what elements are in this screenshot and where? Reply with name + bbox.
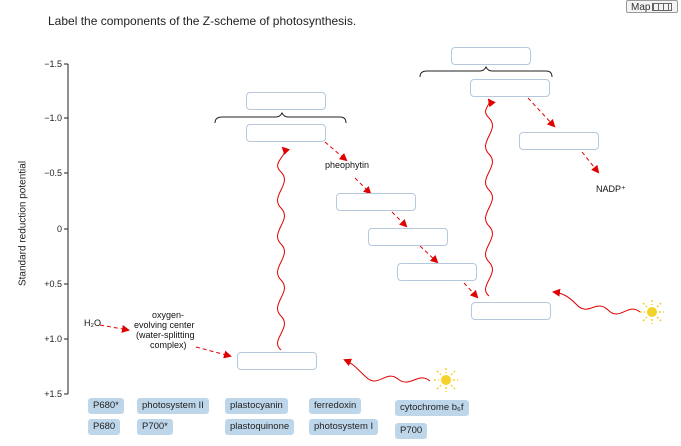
label-oec-line3: (water-splitting	[136, 330, 195, 340]
electron-arrow	[581, 151, 600, 174]
brace-photosystem-i	[419, 65, 553, 78]
y-tick-label: 0	[56, 224, 62, 234]
label-nadp: NADP⁺	[596, 184, 626, 194]
map-button[interactable]: Map	[626, 0, 678, 13]
map-button-label: Map	[631, 2, 651, 13]
answer-chip-p700-star[interactable]: P700*	[137, 419, 173, 435]
electron-arrow	[527, 97, 556, 128]
y-axis	[64, 63, 69, 395]
sun-icon	[640, 300, 664, 324]
electron-arrow	[324, 141, 348, 162]
light-arrow-psi	[552, 288, 641, 315]
drop-target[interactable]	[471, 302, 551, 320]
label-oec-line1: oxygen-	[152, 310, 185, 320]
drop-target[interactable]	[368, 228, 448, 246]
answer-chip-photosystem-i[interactable]: photosystem I	[309, 419, 379, 435]
drop-target[interactable]	[336, 193, 416, 211]
answer-chip-plastoquinone[interactable]: plastoquinone	[225, 419, 295, 435]
answer-chip-photosystem-ii[interactable]: photosystem II	[137, 398, 209, 414]
electron-arrow	[195, 346, 232, 359]
map-grid-icon	[652, 3, 673, 12]
label-pheophytin: pheophytin	[325, 160, 370, 170]
y-tick-label: −1.5	[44, 59, 62, 69]
drop-target[interactable]	[246, 124, 326, 142]
drop-target[interactable]	[237, 352, 317, 370]
drop-target[interactable]	[246, 92, 326, 110]
answer-chip-p700[interactable]: P700	[395, 423, 428, 439]
electron-arrow	[354, 177, 372, 195]
y-tick-label: +1.5	[44, 389, 62, 399]
answer-chip-p680-star[interactable]: P680*	[88, 398, 124, 414]
drop-target[interactable]	[397, 263, 477, 281]
y-tick-label: +1.0	[44, 334, 62, 344]
excitation-arrow-psii	[277, 146, 291, 351]
drop-target[interactable]	[451, 47, 531, 65]
drop-target[interactable]	[519, 132, 599, 150]
excitation-arrow-psi	[485, 98, 496, 297]
electron-arrow	[463, 282, 479, 299]
y-tick-label: −1.0	[44, 113, 62, 123]
sun-icon	[434, 368, 458, 392]
electron-arrow	[99, 324, 130, 333]
drop-target[interactable]	[470, 79, 550, 97]
y-tick-label: +0.5	[44, 279, 62, 289]
brace-photosystem-ii	[214, 111, 347, 124]
label-oec-line4: complex)	[150, 340, 187, 350]
y-tick-label: −0.5	[44, 168, 62, 178]
light-arrow-psii	[343, 358, 431, 383]
question-prompt: Label the components of the Z-scheme of …	[48, 14, 357, 28]
label-water: H₂O	[84, 318, 101, 328]
answer-chip-cytochrome-b6f[interactable]: cytochrome b₆f	[395, 400, 469, 416]
answer-chip-ferredoxin[interactable]: ferredoxin	[309, 398, 362, 414]
electron-arrow	[391, 211, 408, 228]
electron-arrow	[419, 245, 439, 264]
label-oec-line2: evolving center	[134, 320, 195, 330]
answer-chip-plastocyanin[interactable]: plastocyanin	[225, 398, 288, 414]
answer-chip-p680[interactable]: P680	[88, 419, 121, 435]
